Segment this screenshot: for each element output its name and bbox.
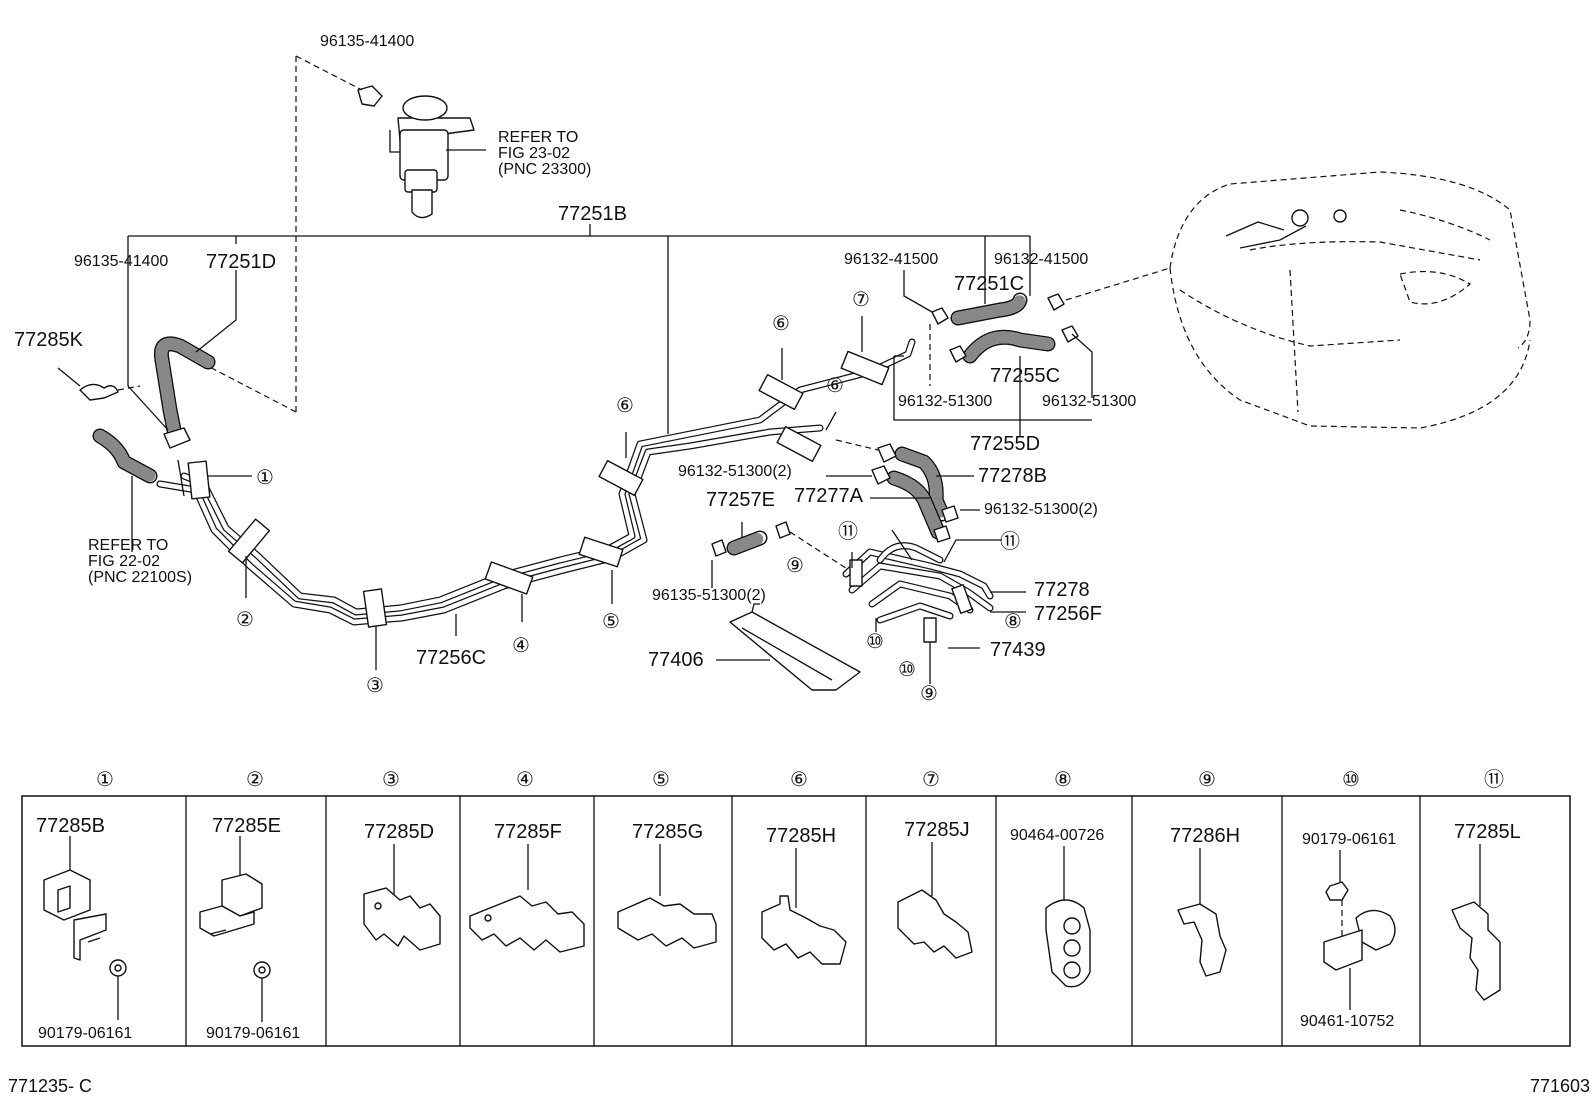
legend-num-6: ⑥ [790, 769, 808, 791]
clamp-77285F-drawing [469, 844, 585, 953]
callout-10a: ⑩ [866, 631, 884, 653]
label-96135-41400-left: 96135-41400 [74, 253, 168, 270]
clamp-77285L-drawing [1451, 844, 1501, 1001]
clamp-77285G-drawing [617, 844, 717, 949]
legend-sub-10: 90461-10752 [1300, 1013, 1394, 1030]
label-77251D: 77251D [206, 251, 276, 273]
label-77251C: 77251C [954, 273, 1024, 295]
legend-sub-2: 90179-06161 [206, 1025, 300, 1042]
callout-1: ① [256, 467, 274, 489]
label-77439: 77439 [990, 639, 1046, 661]
label-96132-51300-b: 96132-51300 [1042, 393, 1136, 410]
label-96135-41400-top: 96135-41400 [320, 33, 414, 50]
clamp-77285E-drawing [199, 836, 271, 1022]
label-96132-41500-a: 96132-41500 [844, 251, 938, 268]
callout-10b: ⑩ [898, 659, 916, 681]
clamp-77285D-drawing [363, 844, 441, 951]
clip-top [357, 85, 383, 107]
label-refer-22-line3: (PNC 22100S) [88, 569, 192, 586]
callout-4: ④ [512, 635, 530, 657]
label-96132-51300-2a: 96132-51300(2) [678, 463, 792, 480]
label-77285K: 77285K [14, 329, 84, 351]
fuel-tank [1169, 171, 1531, 429]
label-77257E: 77257E [706, 489, 775, 511]
callout-9a: ⑨ [786, 555, 804, 577]
legend-part-77285E: 77285E [212, 815, 281, 837]
callout-8: ⑧ [1004, 611, 1022, 633]
legend-num-8: ⑧ [1054, 769, 1072, 791]
clamp-90464-00726-drawing [1045, 846, 1091, 988]
legend-part-77285L: 77285L [1454, 821, 1521, 843]
legend-num-3: ③ [382, 769, 400, 791]
legend-sub-1: 90179-06161 [38, 1025, 132, 1042]
clamp-77285B-drawing [43, 836, 127, 1020]
legend-num-2: ② [246, 769, 264, 791]
legend-part-90179-06161: 90179-06161 [1302, 831, 1396, 848]
label-96135-51300-2: 96135-51300(2) [652, 587, 766, 604]
legend-num-10: ⑩ [1342, 769, 1360, 791]
legend-part-77285H: 77285H [766, 825, 836, 847]
label-96132-41500-b: 96132-41500 [994, 251, 1088, 268]
legend-part-77285J: 77285J [904, 819, 970, 841]
clamp-77285H-drawing [761, 848, 847, 965]
label-77255C: 77255C [990, 365, 1060, 387]
callout-6b: ⑥ [772, 313, 790, 335]
legend-num-9: ⑨ [1198, 769, 1216, 791]
clamp-77285J-drawing [897, 842, 973, 959]
legend-num-4: ④ [516, 769, 534, 791]
callout-5: ⑤ [602, 611, 620, 633]
clamp-90461-10752-drawing [1323, 850, 1396, 1010]
fuel-filter [389, 95, 486, 219]
label-77256F: 77256F [1034, 603, 1102, 625]
label-refer-23-line2: FIG 23-02 [498, 145, 570, 162]
legend-table [21, 795, 1571, 1047]
label-77256C: 77256C [416, 647, 486, 669]
callout-6c: ⑥ [826, 375, 844, 397]
callout-11a: ⑪ [838, 520, 858, 543]
label-77251B: 77251B [558, 203, 627, 225]
pipe-clamps [187, 350, 890, 628]
legend-part-77285F: 77285F [494, 821, 562, 843]
label-refer-23-line1: REFER TO [498, 129, 578, 146]
legend-num-5: ⑤ [652, 769, 670, 791]
label-refer-22-line2: FIG 22-02 [88, 553, 160, 570]
clamp-77286H-drawing [1177, 848, 1227, 977]
legend-num-11: ⑪ [1484, 768, 1504, 791]
label-96132-51300-a: 96132-51300 [898, 393, 992, 410]
footer-left: 771235- C [8, 1076, 92, 1096]
label-77406: 77406 [648, 649, 704, 671]
label-refer-22-line1: REFER TO [88, 537, 168, 554]
legend-part-77285B: 77285B [36, 815, 105, 837]
legend-part-77286H: 77286H [1170, 825, 1240, 847]
label-96132-51300-2b: 96132-51300(2) [984, 501, 1098, 518]
skid-plate [729, 603, 861, 691]
footer-right: 771603 [1530, 1076, 1590, 1096]
callout-7: ⑦ [852, 289, 870, 311]
label-77255D: 77255D [970, 433, 1040, 455]
callout-6a: ⑥ [616, 395, 634, 417]
legend-part-77285G: 77285G [632, 821, 703, 843]
legend-num-7: ⑦ [922, 769, 940, 791]
callout-9b: ⑨ [920, 683, 938, 705]
label-refer-23-line3: (PNC 23300) [498, 161, 591, 178]
legend-part-90464-00726: 90464-00726 [1010, 827, 1104, 844]
label-77278: 77278 [1034, 579, 1090, 601]
label-77278B: 77278B [978, 465, 1047, 487]
diagram-callouts: ① ② ③ ④ ⑤ ⑥ ⑥ ⑥ ⑦ ⑧ ⑨ ⑨ ⑩ ⑩ ⑪ ⑪ [236, 289, 1022, 705]
label-77277A: 77277A [794, 485, 864, 507]
callout-11b: ⑪ [1000, 530, 1020, 553]
callout-3: ③ [366, 675, 384, 697]
legend-num-1: ① [96, 769, 114, 791]
callout-2: ② [236, 609, 254, 631]
legend-part-77285D: 77285D [364, 821, 434, 843]
pipe-cluster [842, 542, 994, 643]
